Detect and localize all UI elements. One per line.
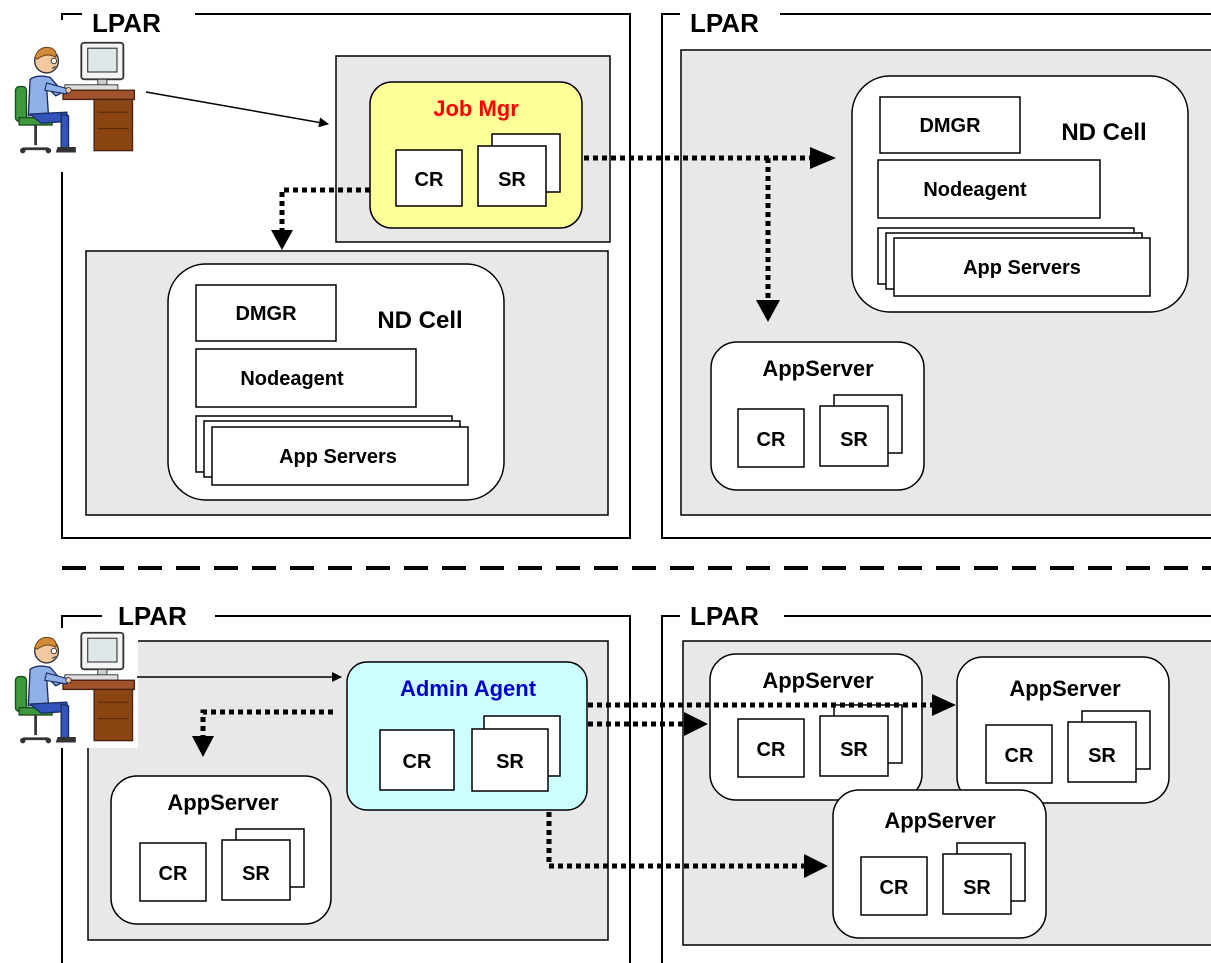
appserver-bottom-right-3-sr-box [942,853,1012,915]
bottom-lpar-right-frame [661,615,1211,963]
appserver-bottom-right-1: AppServer CR SR [709,653,923,801]
nd-cell-right: DMGR ND Cell Nodeagent App Servers [851,75,1189,313]
admin-agent-cr-box [379,729,455,791]
nd-cell-left-app-servers-box [211,426,469,486]
nd-cell-right-app-servers-box [893,237,1151,297]
appserver-bottom-right-3-sr-label: SR [963,877,991,899]
top-lpar-right-label: LPAR [690,8,759,38]
admin-agent-title: Admin Agent [400,676,537,701]
appserver-bottom-right-1-cr-label: CR [757,739,786,761]
top-job-mgr-to-left-cell-arrow [279,187,370,232]
top-user-to-job-mgr-arrow [145,91,329,128]
appserver-bottom-right-3-cr-label: CR [880,877,909,899]
appserver-top-right-cr-box [737,408,805,468]
bottom-user-at-computer-icon [10,627,138,750]
appserver-top-right-sr-box [819,405,889,467]
nd-cell-right-dmgr-label: DMGR [919,115,981,137]
appserver-bottom-left-cr-label: CR [159,863,188,885]
job-mgr-sr-box [477,145,547,207]
appserver-bottom-left-sr-label: SR [242,863,270,885]
admin-agent: Admin Agent CR SR [346,661,588,811]
bottom-lpar-left-frame [61,615,631,963]
admin-agent-sr-label: SR [496,751,524,773]
appserver-bottom-right-2-cr-box [985,724,1053,784]
appserver-bottom-right-2-cr-label: CR [1005,745,1034,767]
bottom-admin-to-left-appserver-arrow [200,709,333,738]
appserver-bottom-left-sr-box [221,839,291,901]
appserver-top-right-sr-label: SR [840,429,868,451]
job-mgr-cr-box [395,149,463,207]
nd-cell-left: DMGR ND Cell Nodeagent App Servers [167,263,505,501]
bottom-lpar-left-label: LPAR [118,601,187,631]
appserver-top-right-title: AppServer [762,356,874,381]
top-lpar-right-frame [661,13,1211,539]
appserver-bottom-right-1-title: AppServer [762,668,874,693]
nd-cell-right-dmgr-box [879,96,1021,154]
appserver-bottom-left-title: AppServer [167,790,279,815]
appserver-bottom-right-1-sr-label: SR [840,739,868,761]
appserver-bottom-left: AppServer CR SR [110,775,332,925]
appserver-top-right-cr-label: CR [757,429,786,451]
nd-cell-left-dmgr-box [195,284,337,342]
appserver-bottom-right-2-title: AppServer [1009,676,1121,701]
appserver-bottom-right-3-title: AppServer [884,808,996,833]
job-mgr-sr-label: SR [498,169,526,191]
nd-cell-right-nodeagent-label: Nodeagent [923,179,1027,201]
top-lpar-left-frame [61,13,631,539]
job-mgr-cr-label: CR [415,169,444,191]
appserver-bottom-right-1-sr-box [819,715,889,777]
appserver-bottom-left-cr-box [139,842,207,902]
appserver-top-right: AppServer CR SR [710,341,925,491]
appserver-bottom-right-3-cr-box [860,856,928,916]
nd-cell-right-title: ND Cell [1061,119,1146,146]
appserver-bottom-right-2-sr-box [1067,721,1137,783]
job-mgr: Job Mgr CR SR [369,81,583,229]
appserver-bottom-right-3: AppServer CR SR [832,789,1047,939]
appserver-bottom-right-2: AppServer CR SR [956,656,1170,804]
nd-cell-right-app-servers-label: App Servers [963,257,1081,279]
nd-cell-left-nodeagent-label: Nodeagent [240,368,344,390]
nd-cell-right-nodeagent-box [877,159,1101,219]
appserver-bottom-right-2-sr-label: SR [1088,745,1116,767]
top-lpar-left-label: LPAR [92,8,161,38]
bottom-lpar-right-label: LPAR [690,601,759,631]
admin-agent-sr-box [471,728,549,792]
top-user-at-computer-icon [10,37,138,160]
bottom-admin-to-appserver-r3-arrow [546,812,808,869]
nd-cell-left-app-servers-label: App Servers [279,446,397,468]
nd-cell-left-nodeagent-box [195,348,417,408]
nd-cell-left-title: ND Cell [377,307,462,334]
admin-agent-cr-label: CR [403,751,432,773]
nd-cell-left-dmgr-label: DMGR [235,303,297,325]
appserver-bottom-right-1-cr-box [737,718,805,778]
job-mgr-title: Job Mgr [433,96,519,121]
